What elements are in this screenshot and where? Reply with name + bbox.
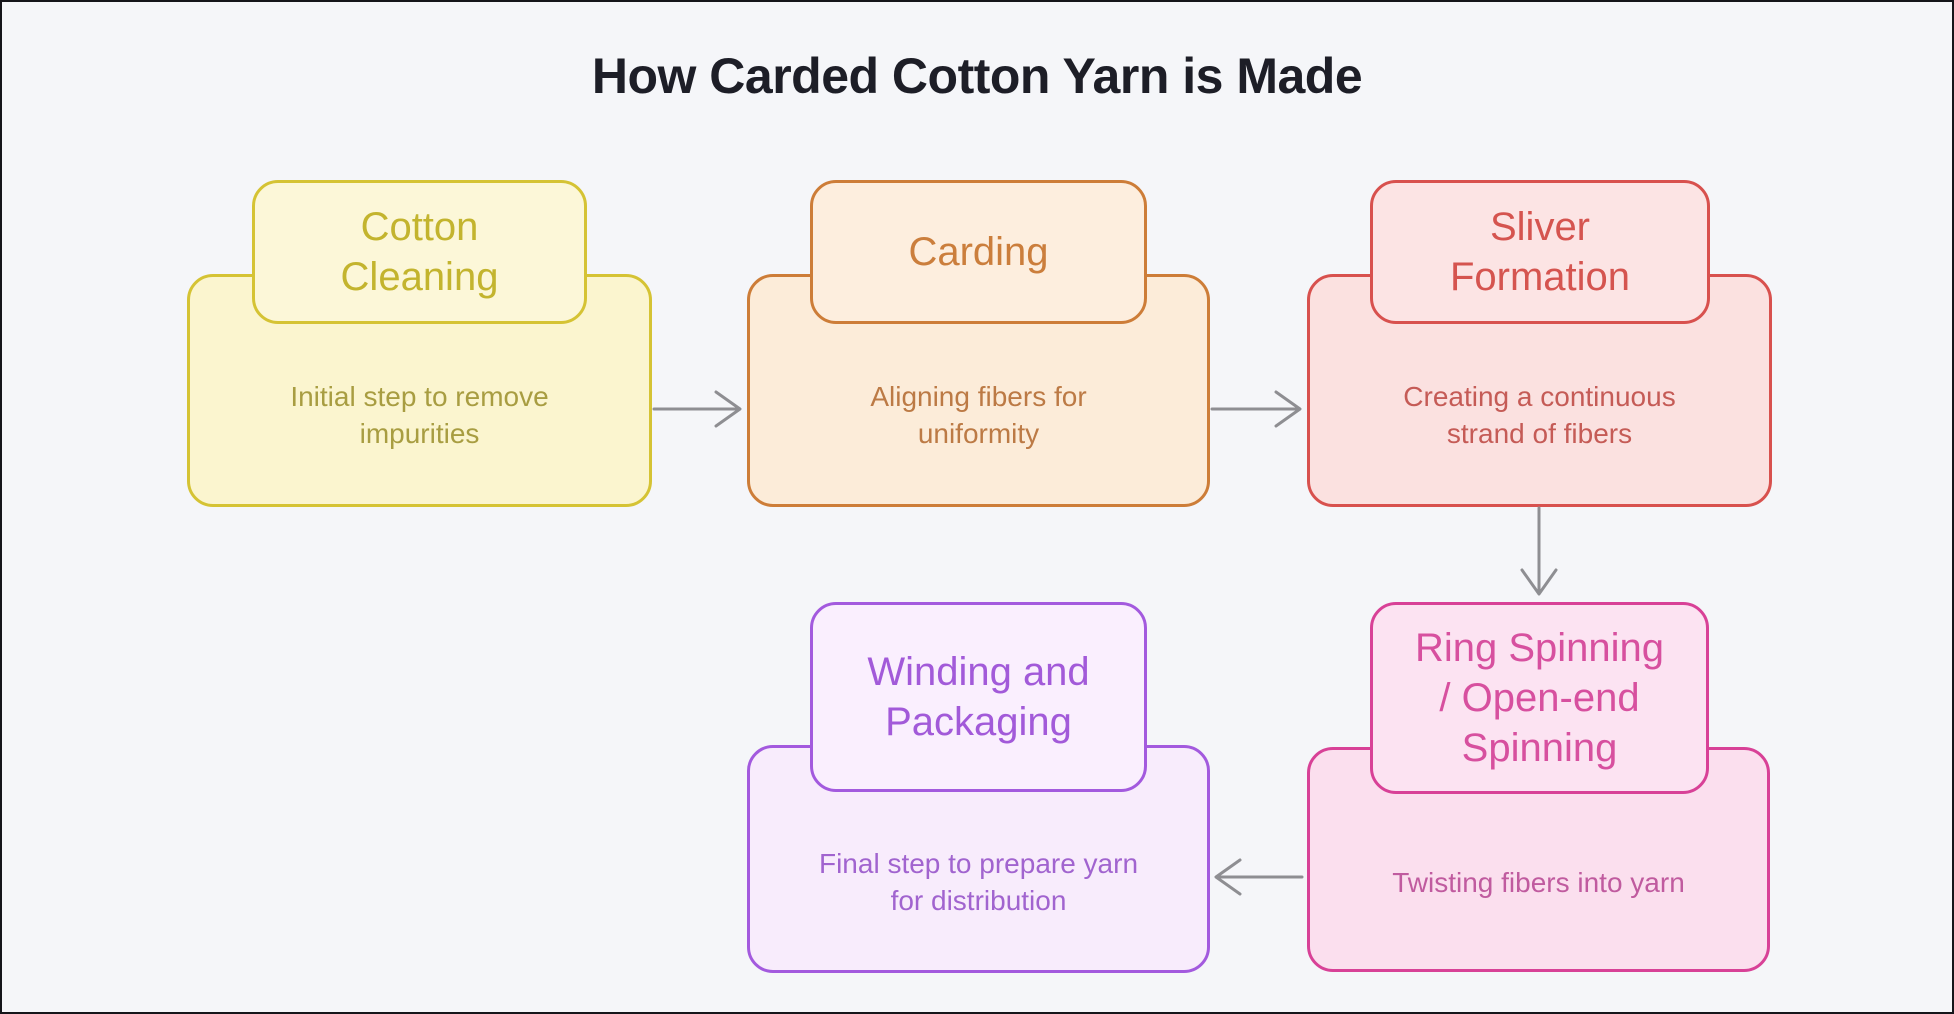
arrow-carding-to-sliver (1210, 390, 1302, 428)
node-title: Ring Spinning / Open-end Spinning (1414, 626, 1665, 770)
node-title: Carding (908, 230, 1049, 274)
node-description: Twisting fibers into yarn (1392, 866, 1685, 898)
node-header-cotton-cleaning: Cotton Cleaning (252, 180, 587, 324)
node-header-carding: Carding (810, 180, 1147, 324)
node-title: Cotton Cleaning (340, 205, 499, 299)
node-description: Creating a continuous strand of fibers (1403, 381, 1676, 449)
node-header-sliver-formation: Sliver Formation (1370, 180, 1710, 324)
node-header-ring-spinning: Ring Spinning / Open-end Spinning (1370, 602, 1709, 794)
page-title: How Carded Cotton Yarn is Made (591, 48, 1363, 104)
node-title: Winding and Packaging (867, 650, 1090, 744)
node-description: Aligning fibers for uniformity (870, 381, 1087, 449)
arrow-spinning-to-winding (1214, 858, 1304, 896)
arrow-sliver-to-spinning (1520, 506, 1558, 596)
arrow-cleaning-to-carding (652, 390, 742, 428)
node-description: Final step to prepare yarn for distribut… (818, 848, 1139, 916)
node-description: Initial step to remove impurities (290, 381, 549, 449)
node-header-winding-packaging: Winding and Packaging (810, 602, 1147, 792)
node-title: Sliver Formation (1449, 205, 1631, 299)
